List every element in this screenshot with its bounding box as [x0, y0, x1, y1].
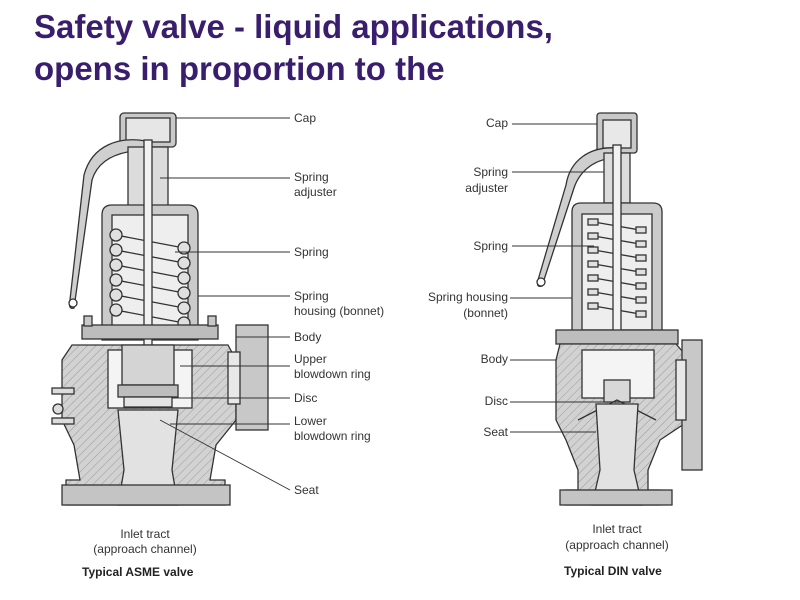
asme-caption: Typical ASME valve [82, 565, 194, 579]
din-label-disc: Disc [484, 394, 508, 408]
asme-label-spring-housing-2: housing (bonnet) [294, 304, 385, 318]
asme-label-disc: Disc [294, 391, 318, 405]
din-inlet-flange [559, 489, 673, 506]
din-leader-lines [510, 123, 604, 433]
din-label-seat: Seat [483, 425, 508, 439]
din-label-inlet-1: Inlet tract [592, 522, 642, 536]
din-caption: Typical DIN valve [564, 564, 662, 578]
asme-label-cap: Cap [294, 111, 317, 125]
title-line-2: opens in proportion to the [34, 50, 445, 87]
asme-leader-lines [159, 117, 291, 491]
asme-label-lower-ring-2: blowdown ring [294, 429, 371, 443]
din-label-inlet-2: (approach channel) [565, 538, 669, 552]
asme-outlet-flange [235, 324, 269, 431]
din-label-body: Body [480, 352, 508, 366]
asme-disc-holder [121, 344, 175, 386]
asme-label-spring-adjuster-1: Spring [294, 170, 329, 184]
slide-title: Safety valve - liquid applications, open… [34, 6, 774, 90]
asme-label-spring: Spring [294, 245, 329, 259]
din-label-spring-housing-1: Spring housing [427, 290, 508, 304]
din-valve-drawing [536, 112, 703, 506]
din-label-spring-adjuster-1: Spring [473, 165, 508, 179]
asme-valve-drawing [51, 112, 269, 506]
title-line-1: Safety valve - liquid applications, [34, 8, 553, 45]
asme-label-inlet-1: Inlet tract [120, 527, 170, 541]
asme-label-upper-ring-1: Upper [294, 352, 327, 366]
asme-label-lower-ring-1: Lower [294, 414, 327, 428]
din-label-spring: Spring [473, 239, 508, 253]
asme-label-spring-housing-1: Spring [294, 289, 329, 303]
din-disc [603, 379, 631, 403]
asme-label-body: Body [294, 330, 322, 344]
asme-disc [123, 396, 173, 408]
asme-lever [68, 139, 151, 309]
asme-label-seat: Seat [294, 483, 319, 497]
asme-label-spring-adjuster-2: adjuster [294, 185, 337, 199]
asme-label-inlet-2: (approach channel) [93, 542, 197, 556]
asme-inlet-flange [61, 484, 231, 506]
asme-label-upper-ring-2: blowdown ring [294, 367, 371, 381]
din-label-spring-adjuster-2: adjuster [465, 181, 508, 195]
din-label-cap: Cap [485, 116, 508, 130]
din-label-spring-housing-2: (bonnet) [463, 306, 508, 320]
